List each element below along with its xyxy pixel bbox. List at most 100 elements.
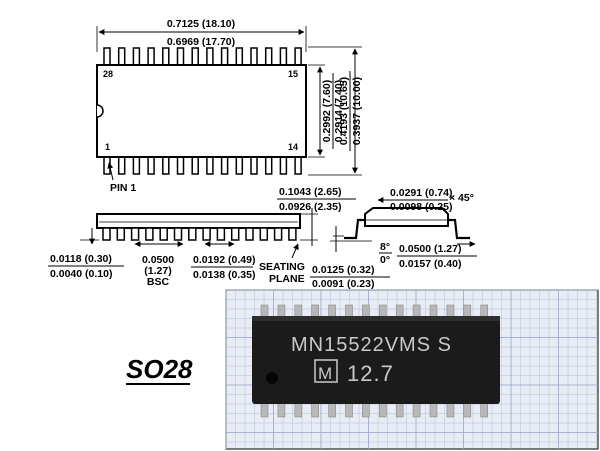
photo-bottom-lead: [311, 402, 320, 418]
side-pin: [216, 227, 226, 241]
pin1-notch: [96, 104, 104, 118]
foot-angle-max: 8°: [380, 241, 390, 253]
end-view: 0.0291 (0.74) × 45° 0.0098 (0.25) 8° 0° …: [310, 187, 477, 290]
photo-bottom-lead: [328, 402, 336, 418]
side-pin: [273, 227, 283, 241]
photo-top-lead: [311, 304, 320, 318]
photo-top-lead: [345, 304, 353, 318]
photo-bottom-lead: [429, 402, 438, 418]
bottom-pin: [191, 156, 199, 175]
height-max: 0.1043 (2.65): [279, 186, 341, 198]
side-pin: [173, 227, 183, 241]
photo-top-lead: [277, 304, 286, 318]
pitch-inches: 0.0500: [142, 254, 174, 266]
pin1-label: PIN 1: [110, 182, 136, 194]
bottom-pin: [279, 156, 288, 175]
package-body-outline: [96, 64, 307, 158]
top-pin: [162, 47, 170, 66]
length-max: 0.7125 (18.10): [167, 18, 235, 30]
photo-chip-top-edge: [252, 316, 500, 321]
height-min: 0.0926 (2.35): [279, 201, 341, 213]
photo-top-lead: [395, 304, 404, 318]
bottom-pin: [117, 156, 126, 175]
side-pin: [145, 227, 154, 241]
bottom-pin: [206, 156, 214, 175]
side-pin: [230, 227, 240, 241]
photo-bottom-lead: [294, 402, 303, 418]
top-pin-row: [103, 47, 302, 66]
side-pin: [202, 227, 211, 241]
photo-bottom-lead: [395, 402, 404, 418]
top-pin: [294, 47, 302, 66]
photo-top-lead: [294, 304, 303, 318]
chip-maker-logo: M: [318, 364, 333, 383]
standoff-min: 0.0040 (0.10): [50, 268, 112, 280]
body-width-max: 0.2992 (7.60): [321, 80, 333, 142]
lead-width-min: 0.0138 (0.35): [193, 269, 255, 281]
side-body: [96, 213, 301, 229]
body-width-min: 0.2914 (7.40): [333, 80, 345, 142]
seating-label-line1: SEATING: [259, 261, 305, 273]
top-pin: [279, 47, 288, 66]
top-pin: [235, 47, 244, 66]
photo-top-lead: [463, 304, 472, 318]
bottom-pin: [235, 156, 244, 175]
photo-bottom-lead: [277, 402, 286, 418]
seating-plane-pointer: [291, 243, 299, 259]
chip-marking-part-number: MN15522VMS S: [291, 334, 452, 356]
standoff-max: 0.0118 (0.30): [50, 253, 112, 265]
seating-label-line2: PLANE: [269, 273, 305, 285]
component-photo: MN15522VMS S M 12.7: [225, 289, 599, 450]
photo-top-lead: [446, 304, 455, 318]
side-view: 0.1043 (2.65) 0.0926 (2.35) 0.0118 (0.30…: [48, 186, 356, 288]
chamfer-max: 0.0291 (0.74): [390, 187, 452, 199]
photo-bottom-lead: [412, 402, 421, 418]
photo-top-lead: [429, 304, 438, 318]
pin1-pointer: [107, 162, 114, 181]
side-pin: [102, 227, 111, 241]
photo-top-lead: [412, 304, 421, 318]
bottom-pin: [220, 156, 229, 175]
top-pin: [132, 47, 141, 66]
bottom-pin: [162, 156, 170, 175]
pin-14-label: 14: [288, 142, 298, 152]
photo-chip-body: [252, 316, 500, 404]
photo-top-lead: [260, 304, 269, 318]
photo-top-leads: [260, 304, 489, 318]
top-pin: [191, 47, 199, 66]
bottom-pin: [176, 156, 185, 175]
bottom-pin: [132, 156, 141, 175]
photo-top-lead: [378, 304, 387, 318]
side-pin: [130, 227, 140, 241]
top-pin: [264, 47, 273, 66]
top-pin: [176, 47, 185, 66]
side-pin: [259, 227, 269, 241]
length-min: 0.6969 (17.70): [167, 36, 235, 48]
photo-bottom-lead: [463, 402, 472, 418]
end-view-body: [364, 207, 449, 227]
chip-marking-date-code: 12.7: [347, 361, 394, 386]
pin-15-label: 15: [288, 69, 298, 79]
lead-width-max: 0.0192 (0.49): [193, 254, 255, 266]
side-pin: [116, 227, 126, 241]
top-pin: [250, 47, 258, 66]
top-pin: [206, 47, 214, 66]
photo-bottom-lead: [446, 402, 455, 418]
photo-bottom-lead: [362, 402, 370, 418]
photo-top-lead: [480, 304, 489, 318]
bottom-pin: [147, 156, 155, 175]
photo-bottom-lead: [480, 402, 489, 418]
bottom-pin: [250, 156, 258, 175]
overall-width-min: 0.3937 (10.00): [351, 77, 363, 145]
photo-pin1-dimple: [266, 372, 278, 384]
top-view: 28 15 1 14 PIN 1 0.7125 (18.10) 0.6969 (…: [96, 18, 363, 194]
lead-thickness-max: 0.0125 (0.32): [312, 264, 374, 276]
side-pin: [245, 227, 254, 241]
pitch-mm: (1.27): [144, 265, 171, 277]
foot-length-max: 0.0500 (1.27): [399, 243, 461, 255]
side-pin: [288, 227, 297, 241]
foot-angle-min: 0°: [380, 254, 390, 266]
lead-thickness-min: 0.0091 (0.23): [312, 278, 374, 290]
photo-bottom-lead: [260, 402, 269, 418]
